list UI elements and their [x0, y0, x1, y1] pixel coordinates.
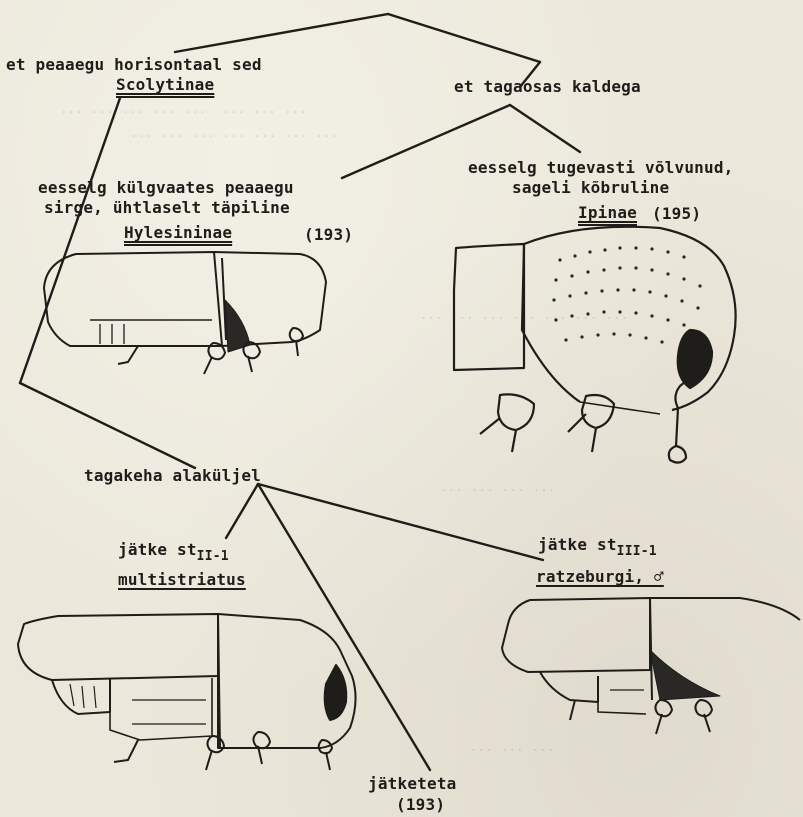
hylesininae-desc-line2: sirge, ühtlaselt täpiline	[44, 198, 290, 218]
taxon-hylesininae: Hylesininae	[124, 223, 232, 243]
multistriatus-key: jätke stII-1	[118, 540, 229, 567]
key-prefix: jätke st	[538, 535, 617, 554]
taxon-scolytinae: Scolytinae	[116, 75, 214, 95]
abdomen-text: tagakeha alaküljel	[84, 466, 261, 486]
beetle-hylesininae	[44, 252, 326, 374]
branch-line	[258, 484, 430, 770]
ipinae-page-ref: (195)	[652, 204, 701, 224]
hylesininae-desc-line1: eesselg külgvaates peaaegu	[38, 178, 294, 198]
beetle-multistriatus	[18, 614, 356, 770]
beetle-ratzeburgi	[502, 598, 800, 734]
ratzeburgi-key: jätke stIII-1	[538, 535, 657, 562]
couplet-left-text: et peaaegu horisontaal sed	[6, 55, 262, 75]
couplet-right-text: et tagaosas kaldega	[454, 77, 641, 97]
no-appendage-text: jätketeta	[368, 774, 457, 794]
key-subscript: II-1	[197, 549, 229, 564]
taxon-ipinae: Ipinae	[578, 203, 637, 223]
branch-line	[20, 98, 120, 383]
beetle-ipinae	[454, 227, 736, 463]
ipinae-desc-line2: sageli kõbruline	[512, 178, 669, 198]
branch-line	[510, 105, 580, 152]
branch-line	[388, 14, 540, 62]
key-prefix: jätke st	[118, 540, 197, 559]
branch-line	[175, 14, 388, 52]
key-subscript: III-1	[617, 544, 657, 559]
bottom-page-ref: (193)	[396, 795, 445, 815]
hylesininae-page-ref: (193)	[304, 225, 353, 245]
ipinae-desc-line1: eesselg tugevasti võlvunud,	[468, 158, 734, 178]
taxon-multistriatus: multistriatus	[118, 570, 246, 590]
branch-line	[226, 484, 258, 538]
branch-line	[20, 383, 195, 468]
taxon-ratzeburgi: ratzeburgi, ♂	[536, 567, 664, 587]
branch-line	[258, 484, 543, 560]
